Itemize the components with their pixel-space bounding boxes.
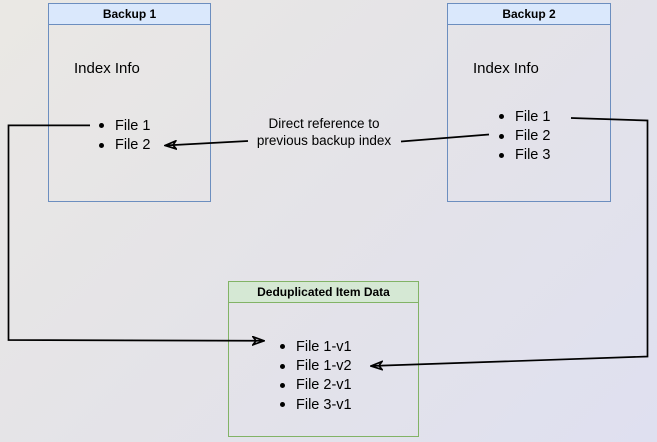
backup1-file-list: File 1 File 2 bbox=[99, 116, 150, 155]
direct-reference-label-line2: previous backup index bbox=[256, 132, 392, 148]
list-item: File 2 bbox=[499, 126, 550, 145]
bullet-icon bbox=[499, 133, 504, 139]
bullet-icon bbox=[280, 402, 285, 408]
list-item: File 3-v1 bbox=[280, 395, 352, 414]
backup2-box: Backup 2 Index Info File 1 File 2 File 3 bbox=[447, 3, 611, 202]
backup1-box: Backup 1 Index Info File 1 File 2 bbox=[48, 3, 211, 202]
list-item-label: File 1-v2 bbox=[296, 358, 352, 375]
backup1-subtitle: Index Info bbox=[74, 60, 140, 77]
list-item-label: File 3 bbox=[515, 147, 551, 164]
bullet-icon bbox=[499, 114, 504, 120]
list-item-label: File 2-v1 bbox=[296, 377, 352, 394]
bullet-icon bbox=[99, 123, 104, 129]
list-item: File 1-v1 bbox=[280, 337, 352, 356]
list-item-label: File 1 bbox=[515, 108, 551, 125]
list-item-label: File 2 bbox=[515, 128, 551, 145]
list-item: File 2 bbox=[99, 135, 150, 154]
list-item: File 3 bbox=[499, 146, 550, 165]
backup2-file-list: File 1 File 2 File 3 bbox=[499, 107, 550, 165]
list-item-label: File 1 bbox=[115, 117, 151, 134]
list-item: File 2-v1 bbox=[280, 376, 352, 395]
backup1-title: Backup 1 bbox=[49, 4, 210, 25]
direct-reference-label: Direct reference to previous backup inde… bbox=[238, 116, 410, 149]
list-item: File 1 bbox=[99, 116, 150, 135]
backup2-subtitle: Index Info bbox=[473, 60, 539, 77]
bullet-icon bbox=[99, 142, 104, 148]
dedup-file-list: File 1-v1 File 1-v2 File 2-v1 File 3-v1 bbox=[280, 337, 352, 415]
bullet-icon bbox=[280, 363, 285, 369]
dedup-box: Deduplicated Item Data File 1-v1 File 1-… bbox=[228, 281, 419, 437]
bullet-icon bbox=[280, 344, 285, 350]
list-item-label: File 2 bbox=[115, 137, 151, 154]
list-item-label: File 3-v1 bbox=[296, 396, 352, 413]
list-item-label: File 1-v1 bbox=[296, 338, 352, 355]
dedup-title: Deduplicated Item Data bbox=[229, 282, 418, 303]
direct-reference-label-line1: Direct reference to bbox=[268, 116, 380, 131]
list-item: File 1-v2 bbox=[280, 356, 352, 375]
bullet-icon bbox=[499, 152, 504, 158]
bullet-icon bbox=[280, 382, 285, 388]
backup2-title: Backup 2 bbox=[448, 4, 610, 25]
list-item: File 1 bbox=[499, 107, 550, 126]
